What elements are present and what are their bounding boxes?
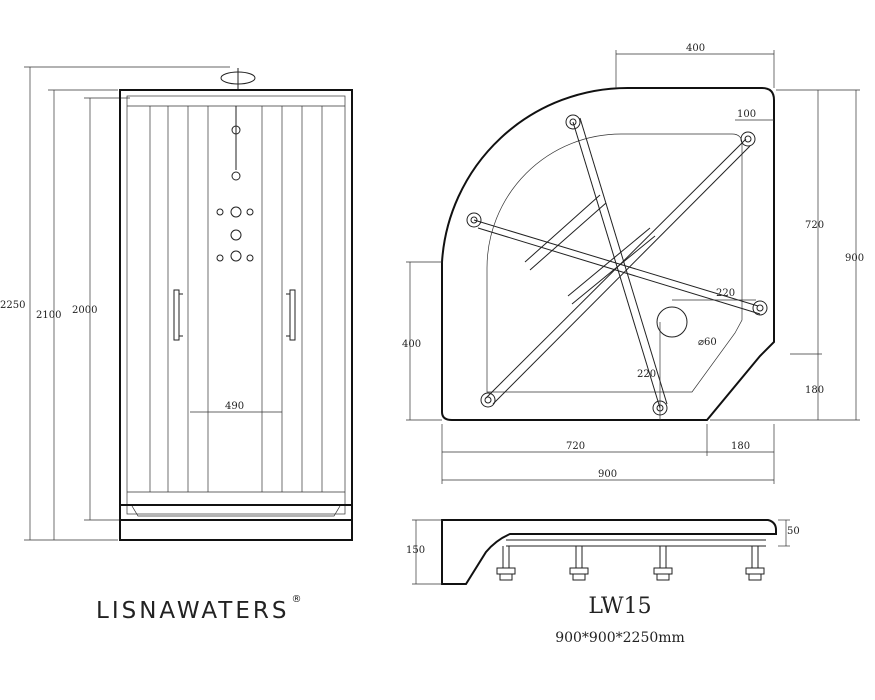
dim-2100: 2100 bbox=[36, 310, 61, 321]
top-view: 220 220 ⌀60 400 100 720 900 180 400 720 bbox=[402, 43, 864, 484]
crossbar bbox=[571, 235, 656, 305]
dim-100: 100 bbox=[737, 109, 756, 120]
cabin-frame bbox=[119, 89, 353, 521]
crossbar bbox=[567, 227, 651, 297]
dim-150: 150 bbox=[406, 545, 425, 556]
brand-logo: LISNAWATERS® bbox=[96, 594, 301, 624]
tray-basin bbox=[131, 505, 341, 517]
riser-clip-icon bbox=[231, 125, 241, 135]
cabin-inner-frame bbox=[126, 95, 346, 515]
front-view: 2250 2100 2000 bbox=[0, 66, 353, 541]
brace bbox=[477, 227, 761, 315]
tray-outline bbox=[441, 86, 775, 421]
dim-drain-v: 220 bbox=[637, 369, 656, 380]
foot-bolt-icon bbox=[484, 396, 492, 404]
dim-2250: 2250 bbox=[0, 300, 25, 311]
foot-bolt-icon bbox=[466, 212, 482, 228]
jet-icon bbox=[230, 250, 242, 262]
mixer-knob-icon bbox=[231, 171, 241, 181]
brace bbox=[572, 121, 661, 409]
foot-bolt-icon bbox=[569, 118, 577, 126]
crossbar bbox=[524, 194, 601, 263]
dim-50: 50 bbox=[787, 526, 800, 537]
jet-icon bbox=[230, 229, 242, 241]
jet-icon bbox=[246, 208, 254, 216]
jet-icon bbox=[216, 208, 224, 216]
drain-icon bbox=[656, 306, 688, 338]
dim-490: 490 bbox=[225, 401, 244, 412]
crossbar bbox=[529, 202, 607, 271]
cabin-tray bbox=[119, 504, 353, 541]
dim-400-left: 400 bbox=[402, 339, 421, 350]
foot-bolt-icon bbox=[480, 392, 496, 408]
leg bbox=[653, 546, 673, 581]
dim-900-bottom: 900 bbox=[598, 469, 617, 480]
dim-400-top: 400 bbox=[686, 43, 705, 54]
dim-drain-h: 220 bbox=[716, 288, 735, 299]
registered-mark: ® bbox=[291, 594, 302, 605]
brace bbox=[473, 219, 759, 307]
foot-bolt-icon bbox=[752, 300, 768, 316]
door-handle-right bbox=[289, 289, 296, 341]
product-size: 900*900*2250mm bbox=[555, 630, 685, 646]
jet-icon bbox=[246, 254, 254, 262]
foot-bolt-icon bbox=[740, 131, 756, 147]
tray-side-profile bbox=[441, 519, 777, 585]
foot-bolt-icon bbox=[756, 304, 764, 312]
dim-drain-diameter: ⌀60 bbox=[698, 337, 717, 348]
dim-2000: 2000 bbox=[72, 305, 97, 316]
brace bbox=[492, 145, 751, 405]
dim-180-bottom: 180 bbox=[731, 441, 750, 452]
door-handle-left bbox=[173, 289, 180, 341]
dim-720-bottom: 720 bbox=[566, 441, 585, 452]
leg bbox=[496, 546, 516, 581]
jet-icon bbox=[230, 206, 242, 218]
brand-logo-text: LISNAWATERS bbox=[96, 598, 290, 624]
leg bbox=[745, 546, 765, 581]
model-number: LW15 bbox=[588, 594, 652, 619]
dim-180-right: 180 bbox=[805, 385, 824, 396]
foot-bolt-icon bbox=[565, 114, 581, 130]
dim-900-right: 900 bbox=[845, 253, 864, 264]
foot-bolt-icon bbox=[470, 216, 478, 224]
jet-icon bbox=[216, 254, 224, 262]
foot-bolt-icon bbox=[744, 135, 752, 143]
leg bbox=[569, 546, 589, 581]
side-view: 50 150 bbox=[406, 519, 800, 585]
dim-720-right: 720 bbox=[805, 220, 824, 231]
